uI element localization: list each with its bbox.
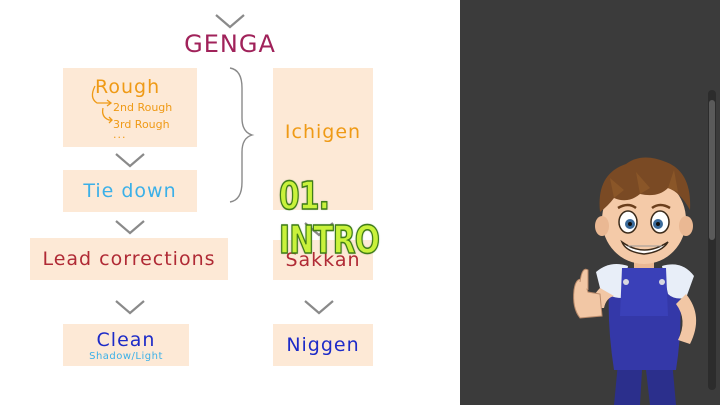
ichigen-box: Ichigen [273, 68, 373, 210]
mascot-character [573, 157, 697, 405]
clean-label: Clean [96, 328, 156, 351]
chevron-down-icon [303, 220, 335, 238]
niggen-label: Niggen [286, 334, 360, 356]
scrollbar[interactable] [708, 90, 716, 390]
chevron-down-icon [114, 151, 146, 169]
sakkan-box: Sakkan [273, 240, 373, 280]
clean-box: Clean Shadow/Light [63, 324, 189, 366]
chevron-down-icon [114, 298, 146, 316]
sakkan-label: Sakkan [285, 249, 361, 271]
clean-subtitle: Shadow/Light [89, 350, 163, 362]
chevron-down-icon [214, 12, 246, 30]
brace-icon [229, 67, 255, 203]
slide-canvas: GENGA Rough 2nd Rough 3rd Rough ... Tie … [0, 0, 460, 405]
scroll-thumb[interactable] [709, 100, 715, 240]
chevron-down-icon [303, 298, 335, 316]
niggen-box: Niggen [273, 324, 373, 366]
slide-title: GENGA [184, 30, 276, 58]
lead-corrections-box: Lead corrections [30, 238, 228, 280]
lead-corrections-label: Lead corrections [42, 248, 216, 270]
tie-down-box: Tie down [63, 170, 197, 212]
tie-down-label: Tie down [83, 180, 177, 202]
rough-box: Rough 2nd Rough 3rd Rough ... [63, 68, 197, 147]
rough-title: Rough [95, 76, 161, 98]
intro-overlay-title: 01. INTRO [278, 173, 380, 263]
rough-sub-3: ... [113, 128, 127, 141]
rough-sub-2: 3rd Rough [113, 118, 170, 131]
rough-arrow-icon [91, 85, 113, 124]
chevron-down-icon [114, 218, 146, 236]
ichigen-label: Ichigen [284, 121, 362, 143]
rough-sub-1: 2nd Rough [113, 101, 173, 114]
